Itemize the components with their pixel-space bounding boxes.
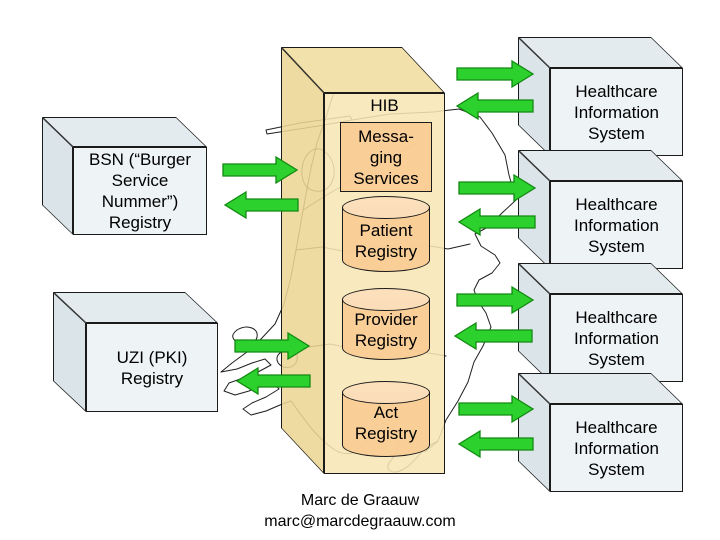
- his-label-line: System: [588, 236, 645, 256]
- act-registry-label: Act Registry: [342, 401, 430, 445]
- his-label-line: Information: [573, 438, 660, 458]
- registry-label-line: Registry: [354, 331, 418, 350]
- bsn-registry-node: BSN (“Burger Service Nummer”) Registry: [73, 147, 207, 235]
- bsn-label-line: BSN (“Burger: [88, 150, 192, 169]
- his-label-line: Healthcare: [575, 417, 658, 437]
- registry-label-line: Registry: [354, 424, 418, 443]
- his-label-line: System: [588, 459, 645, 479]
- author-name: Marc de Graauw: [300, 492, 420, 509]
- provider-registry-label: Provider Registry: [342, 308, 430, 352]
- author-email: marc@marcdegraauw.com: [264, 513, 456, 530]
- registry-label-line: Provider: [354, 310, 418, 329]
- footer-credits: Marc de Graauw marc@marcdegraauw.com: [0, 490, 720, 532]
- bsn-label-line: Nummer”): [101, 192, 179, 211]
- hib-title: HIB: [370, 96, 399, 115]
- uzi-label-line: UZI (PKI): [116, 347, 188, 367]
- his-label-line: Healthcare: [575, 81, 658, 101]
- messaging-services-box: Messa- ging Services: [340, 122, 432, 192]
- registry-label-line: Patient: [359, 221, 413, 240]
- his-1-node: Healthcare Information System: [550, 68, 683, 156]
- patient-registry-label: Patient Registry: [342, 219, 430, 263]
- his-3-node: Healthcare Information System: [550, 294, 683, 382]
- registry-label-line: Registry: [354, 242, 418, 261]
- bsn-label-line: Registry: [108, 213, 172, 232]
- uzi-registry-node: UZI (PKI) Registry: [86, 323, 218, 412]
- his-label-line: Healthcare: [575, 194, 658, 214]
- registry-label-line: Act: [373, 403, 399, 422]
- uzi-label-line: Registry: [120, 368, 184, 388]
- his-2-node: Healthcare Information System: [550, 181, 683, 269]
- his-label-line: System: [588, 349, 645, 369]
- his-label-line: Information: [573, 215, 660, 235]
- bsn-label-line: Service: [111, 171, 169, 190]
- his-label-line: Information: [573, 328, 660, 348]
- messaging-label-line: Messa-: [358, 126, 414, 146]
- his-4-node: Healthcare Information System: [550, 404, 683, 492]
- patient-registry-cylinder-top: [342, 196, 430, 219]
- his-label-line: Information: [573, 102, 660, 122]
- his-label-line: Healthcare: [575, 307, 658, 327]
- hib-box-left-face: [281, 47, 324, 474]
- his-label-line: System: [588, 123, 645, 143]
- messaging-label-line: Services: [353, 168, 419, 188]
- messaging-label-line: ging: [369, 147, 403, 167]
